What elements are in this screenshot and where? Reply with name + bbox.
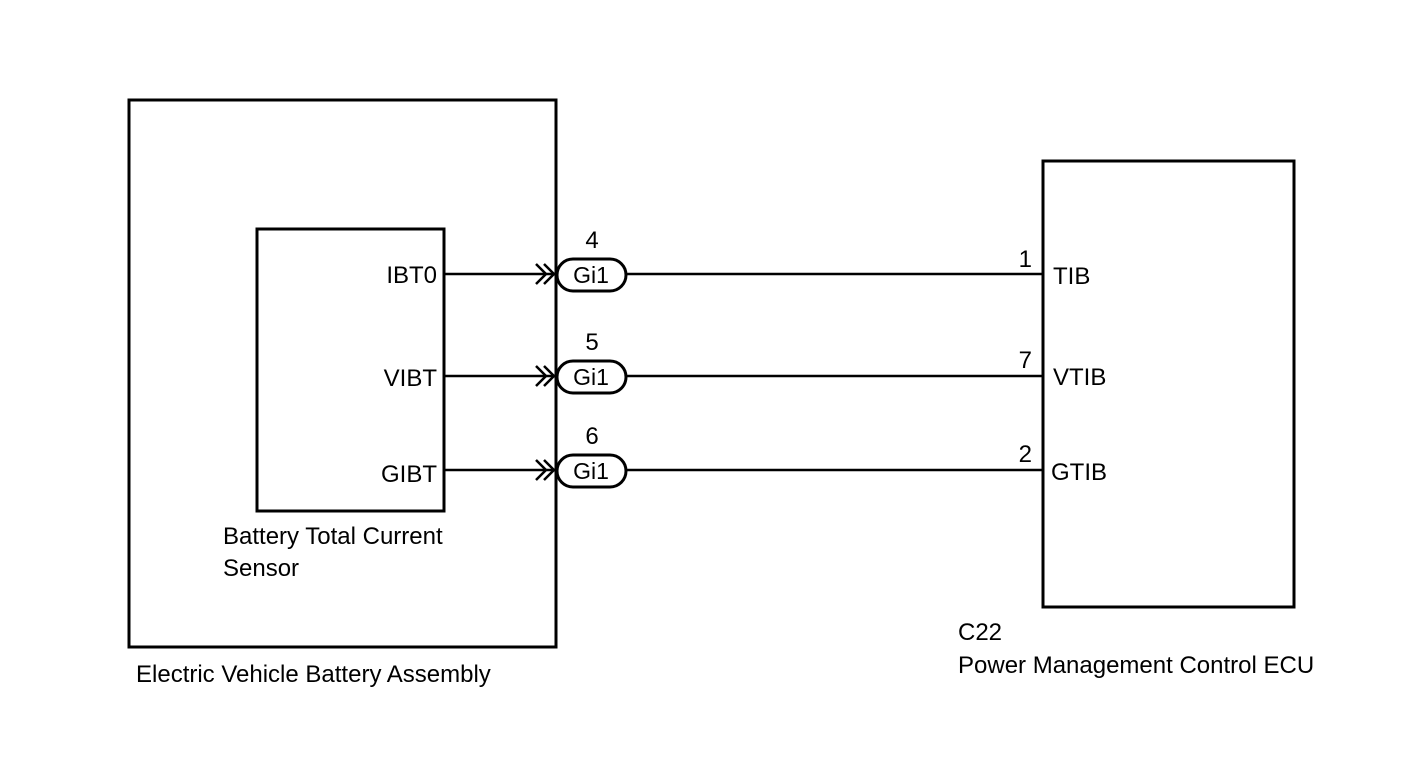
- ecu-connector-code: C22: [958, 619, 1002, 646]
- wire-vibt-vtib: Gi1 5 VIBT 7 VTIB: [384, 329, 1106, 395]
- current-sensor: Battery Total Current Sensor: [223, 227, 446, 582]
- battery-assembly-label: Electric Vehicle Battery Assembly: [136, 661, 491, 688]
- battery-assembly-box: [127, 98, 558, 649]
- connector-oval: [555, 359, 628, 395]
- current-sensor-label-line1: Battery Total Current: [223, 523, 443, 550]
- wire-gibt-gtib: Gi1 6 GIBT 2 GTIB: [381, 423, 1107, 489]
- connector-double-arrow-icon: [535, 365, 556, 387]
- connector-pin: 4: [585, 227, 598, 254]
- ecu: C22 Power Management Control ECU: [958, 159, 1314, 679]
- connector-oval: [555, 257, 628, 293]
- connector-name: Gi1: [573, 364, 609, 390]
- current-sensor-box: [255, 227, 446, 513]
- ecu-pin-number: 7: [1019, 347, 1032, 374]
- ecu-pin-number: 2: [1019, 441, 1032, 468]
- sensor-pin-label: GIBT: [381, 461, 437, 488]
- connector-name: Gi1: [573, 458, 609, 484]
- connector-name: Gi1: [573, 262, 609, 288]
- ecu-label: Power Management Control ECU: [958, 652, 1314, 679]
- connector-pin: 6: [585, 423, 598, 450]
- ecu-terminal-label: GTIB: [1051, 459, 1107, 486]
- ecu-pin-number: 1: [1019, 246, 1032, 273]
- sensor-pin-label: IBT0: [386, 262, 437, 289]
- connector-pin: 5: [585, 329, 598, 356]
- current-sensor-label-line2: Sensor: [223, 555, 299, 582]
- battery-assembly: Electric Vehicle Battery Assembly: [127, 98, 558, 688]
- ecu-terminal-label: TIB: [1053, 263, 1090, 290]
- ecu-box: [1041, 159, 1296, 609]
- connector-oval: [555, 453, 628, 489]
- connector-double-arrow-icon: [535, 459, 556, 481]
- ecu-terminal-label: VTIB: [1053, 364, 1106, 391]
- connector-double-arrow-icon: [535, 263, 556, 285]
- wire-ibt0-tib: Gi1 4 IBT0 1 TIB: [386, 227, 1090, 293]
- sensor-pin-label: VIBT: [384, 365, 438, 392]
